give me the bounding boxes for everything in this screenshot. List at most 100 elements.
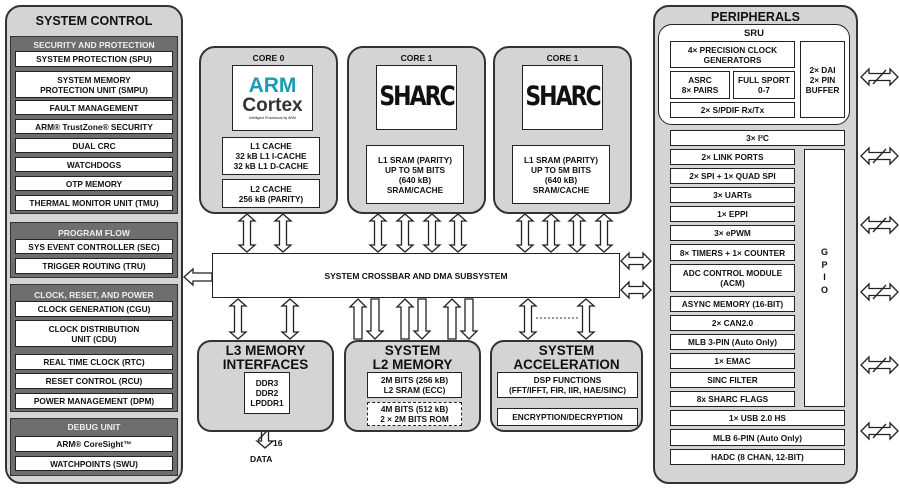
bus-slash [872,357,887,373]
peripheral-item: 1× USB 2.0 HS [670,410,845,426]
bus-slash [872,148,887,164]
peripheral-item: MLB 6-PIN (Auto Only) [670,429,845,446]
peripheral-item: 2× LINK PORTS [670,149,795,165]
up-arrow-icon [395,298,415,340]
peripheral-item: 2× CAN2.0 [670,315,795,331]
bus-slash [872,284,887,300]
down-arrow-icon [412,298,432,340]
gpio-letter: O [820,284,828,295]
arm-cortex-logo: ARM Cortex Intelligent Processors by ARM [232,65,313,131]
system-crossbar: SYSTEM CROSSBAR AND DMA SUBSYSTEM [212,253,620,298]
core0-title: CORE 0 [252,53,285,63]
bus-slash [872,423,887,439]
dai-block: 2× DAI 2× PIN BUFFER [800,41,845,118]
peripheral-item: SINC FILTER [670,372,795,388]
system-control-item: OTP MEMORY [15,176,173,191]
peripheral-item: 8x SHARC FLAGS [670,391,795,407]
full-sport-block: FULL SPORT 0-7 [733,71,795,99]
peripheral-item: ADC CONTROL MODULE (ACM) [670,264,795,292]
bidirectional-arrow-icon [567,213,587,253]
bidirectional-arrow-icon [395,213,415,253]
system-control-title: SYSTEM CONTROL [35,14,153,28]
system-acceleration-title: SYSTEM ACCELERATION [513,343,620,372]
bidirectional-arrow-icon [368,213,388,253]
system-control-item: SYS EVENT CONTROLLER (SEC) [15,239,173,254]
arm-logo-text: ARM [248,73,297,97]
bidirectional-arrow-icon [620,251,652,271]
section-header: CLOCK, RESET, AND POWER [34,290,154,300]
system-control-item: ARM® CoreSight™ [15,436,173,452]
bidirectional-arrow-icon [237,213,257,253]
peripheral-item: 2× SPI + 1× QUAD SPI [670,168,795,184]
gpio-block: G P I O [804,149,845,407]
dsp-functions-block: DSP FUNCTIONS (FFT/IFFT, FIR, IIR, HAE/S… [497,372,638,398]
system-control-item: REAL TIME CLOCK (RTC) [15,354,173,370]
bidirectional-arrow-icon [280,298,300,340]
system-control-item: WATCHDOGS [15,157,173,172]
asrc-block: ASRC 8× PAIRS [670,71,730,99]
bidirectional-arrow-icon [541,213,561,253]
sharc-logo-text: SHARC [525,81,601,112]
system-control-item: ARM® TrustZone® SECURITY [15,119,173,134]
up-arrow-icon [442,298,462,340]
encryption-block: ENCRYPTION/DECRYPTION [497,408,638,426]
sharc-logo: SHARC [522,65,603,130]
l2-memory-title: SYSTEM L2 MEMORY [372,343,453,372]
core1-title: CORE 1 [400,53,433,63]
section-header: SECURITY AND PROTECTION [33,40,155,50]
down-arrow-icon [459,298,479,340]
precision-clock-generators: 4× PRECISION CLOCK GENERATORS [670,41,795,68]
gpio-letter: I [823,272,826,282]
peripheral-item: 1× EPPI [670,206,795,222]
bidirectional-arrow-icon [422,213,442,253]
l2-sram-block: 2M BITS (256 kB) L2 SRAM (ECC) [367,372,462,398]
peripheral-item: 1× EMAC [670,353,795,369]
i2c-block: 3× I²C [670,130,845,146]
l2-rom-block: 4M BITS (512 kB) 2 × 2M BITS ROM [367,402,462,426]
bidirectional-arrow-icon [594,213,614,253]
l3-memory-title: L3 MEMORY INTERFACES [222,343,309,372]
gpio-letter: P [821,259,828,270]
l3-ddr-block: DDR3 DDR2 LPDDR1 [244,372,290,414]
bidirectional-arrow-icon [515,213,535,253]
bus-slash [872,217,887,233]
system-control-item: FAULT MANAGEMENT [15,100,173,115]
system-control-item: WATCHPOINTS (SWU) [15,456,173,471]
down-arrow-icon [365,298,385,340]
bidirectional-arrow-icon [448,213,468,253]
left-arrow-icon [183,267,213,287]
section-header: DEBUG UNIT [67,422,121,432]
bus-slash [872,69,887,85]
up-arrow-icon [348,298,368,340]
peripheral-item: 3× ePWM [670,225,795,241]
system-control-item: CLOCK GENERATION (CGU) [15,301,173,317]
bidirectional-arrow-icon [576,298,596,340]
bidirectional-arrow-icon [273,213,293,253]
core2-title: CORE 1 [546,53,579,63]
data-bus-label: DATA [250,454,273,464]
sharc-logo: SHARC [376,65,457,130]
system-control-item: SYSTEM PROTECTION (SPU) [15,51,173,67]
system-control-item: DUAL CRC [15,138,173,153]
section-header: PROGRAM FLOW [58,228,130,238]
system-control-item: CLOCK DISTRIBUTION UNIT (CDU) [15,320,173,347]
spdif-block: 2× S/PDIF Rx/Tx [670,102,795,118]
core0-l2-cache: L2 CACHE 256 kB (PARITY) [222,179,320,208]
peripheral-item: HADC (8 CHAN, 12-BIT) [670,449,845,465]
bidirectional-arrow-icon [620,280,652,300]
core2-l1-sram: L1 SRAM (PARITY) UP TO 5M BITS (640 kB) … [512,145,610,204]
bidirectional-arrow-icon [518,298,538,340]
system-control-item: SYSTEM MEMORY PROTECTION UNIT (SMPU) [15,71,173,98]
peripherals-title: PERIPHERALS [711,10,800,24]
cortex-logo-text: Cortex [242,94,303,116]
gpio-letter: G [820,247,828,257]
bidirectional-arrow-icon [228,298,248,340]
system-control-item: RESET CONTROL (RCU) [15,373,173,389]
peripheral-item: ASYNC MEMORY (16-BIT) [670,296,795,312]
core1-l1-sram: L1 SRAM (PARITY) UP TO 5M BITS (640 kB) … [366,145,464,204]
peripheral-item: MLB 3-PIN (Auto Only) [670,334,795,350]
sru-title: SRU [743,28,765,39]
peripheral-item: 3× UARTs [670,187,795,203]
